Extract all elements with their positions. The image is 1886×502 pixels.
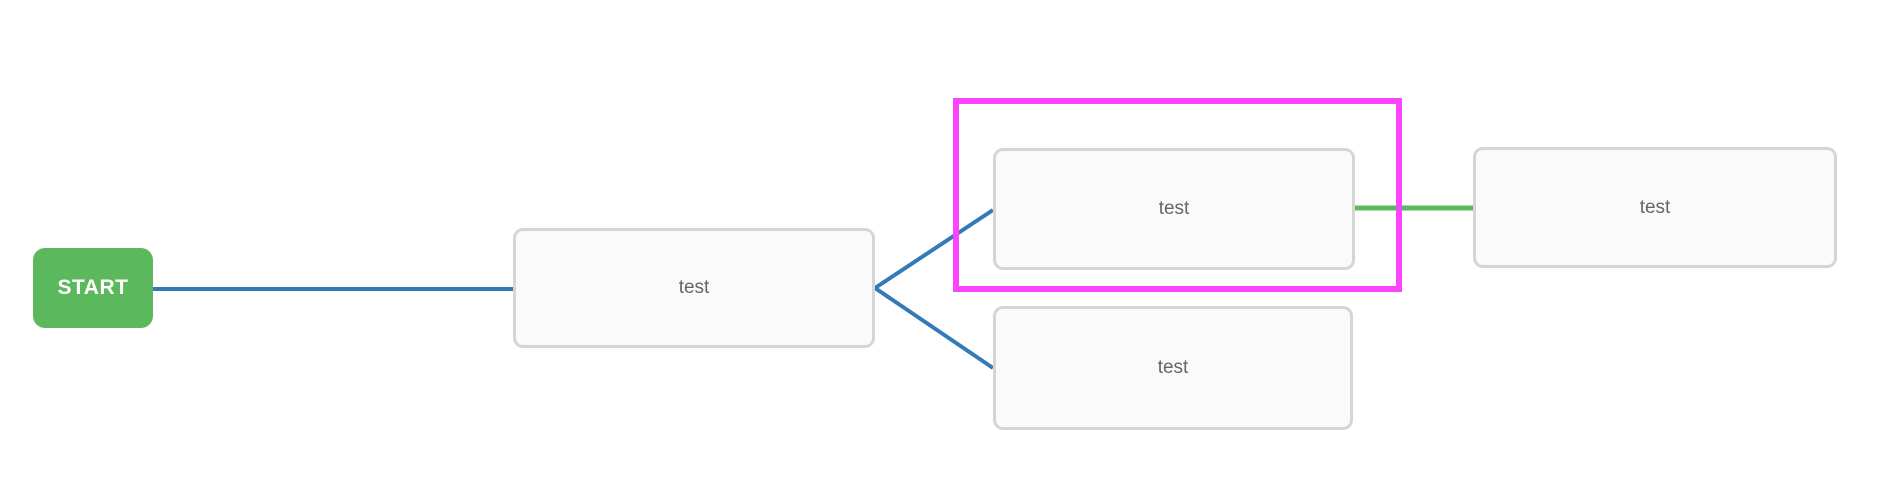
flow-node-step-4[interactable]: test [993, 306, 1353, 430]
flow-node-step-2[interactable]: test [993, 148, 1355, 270]
node-label: test [1157, 357, 1189, 378]
start-node-button[interactable]: START [33, 248, 153, 328]
flow-node-step-3[interactable]: test [1473, 147, 1837, 268]
edge-step-1-step-2 [873, 208, 995, 290]
edge-step-1-step-4 [873, 286, 995, 370]
node-label: test [1158, 198, 1190, 219]
flow-node-step-1[interactable]: test [513, 228, 875, 348]
node-label: test [1639, 196, 1671, 218]
node-label: test [678, 277, 710, 298]
